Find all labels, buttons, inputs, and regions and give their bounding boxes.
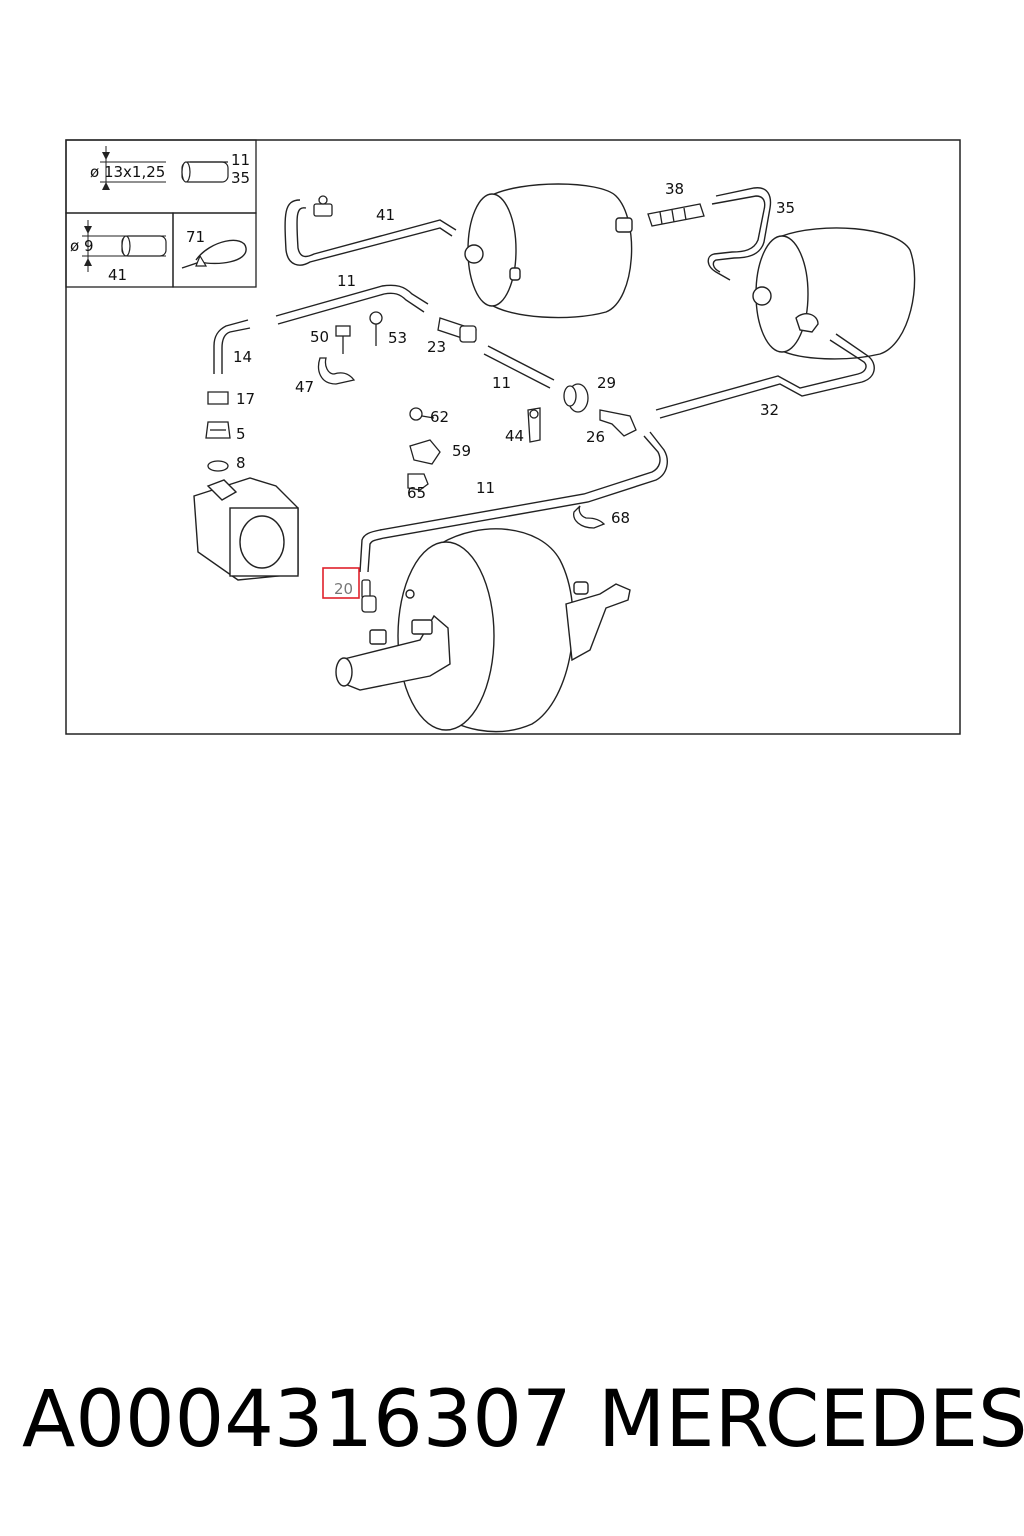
callout-38: 38 [665, 180, 684, 198]
callout-44: 44 [505, 427, 524, 445]
highlight-box [322, 567, 360, 599]
highlight-part-20[interactable]: 20 [322, 567, 360, 599]
vacuum-lines [213, 187, 875, 573]
inset-thread-spec: ø 13x1,25 11 35 [90, 146, 250, 190]
inset-clip: 71 [181, 228, 247, 269]
callout-32: 32 [760, 401, 779, 419]
inset-legend [65, 139, 257, 288]
callout-59: 59 [452, 442, 471, 460]
brand-name: MERCEDES [598, 1375, 1024, 1465]
callout-62: 62 [430, 408, 449, 426]
callout-labels: 41 38 35 11 50 53 23 14 47 11 29 17 62 4… [233, 180, 795, 527]
callout-14: 14 [233, 348, 252, 366]
callout-47: 47 [295, 378, 314, 396]
vacuum-pump [193, 477, 299, 581]
callout-41: 41 [376, 206, 395, 224]
master-cylinder [335, 614, 451, 691]
callout-11-middle: 11 [492, 374, 511, 392]
fittings [205, 195, 705, 613]
thread-spec-label: ø 13x1,25 [90, 163, 165, 181]
vacuum-reservoir-2 [752, 227, 916, 360]
callout-65: 65 [407, 484, 426, 502]
callout-8: 8 [236, 454, 246, 472]
callout-35: 35 [776, 199, 795, 217]
thread-ref-11: 11 [231, 151, 250, 169]
callout-5: 5 [236, 425, 246, 443]
vacuum-reservoir-1 [464, 183, 633, 319]
brake-booster [397, 528, 631, 733]
callout-17: 17 [236, 390, 255, 408]
clip-ref-71: 71 [186, 228, 205, 246]
callout-29: 29 [597, 374, 616, 392]
callout-53: 53 [388, 329, 407, 347]
callout-20: 20 [334, 580, 353, 598]
callout-26: 26 [586, 428, 605, 446]
diameter-spec-label: ø 9 [70, 237, 94, 255]
thread-ref-35: 35 [231, 169, 250, 187]
callout-11-upper: 11 [337, 272, 356, 290]
callout-11-lower: 11 [476, 479, 495, 497]
inset-diameter-spec: ø 9 41 [70, 220, 167, 284]
parts-diagram: ø 13x1,25 11 35 ø 9 41 71 [65, 139, 961, 735]
callout-23: 23 [427, 338, 446, 356]
diameter-ref-41: 41 [108, 266, 127, 284]
part-number: A0004316307 [22, 1375, 572, 1465]
callout-50: 50 [310, 328, 329, 346]
callout-68: 68 [611, 509, 630, 527]
